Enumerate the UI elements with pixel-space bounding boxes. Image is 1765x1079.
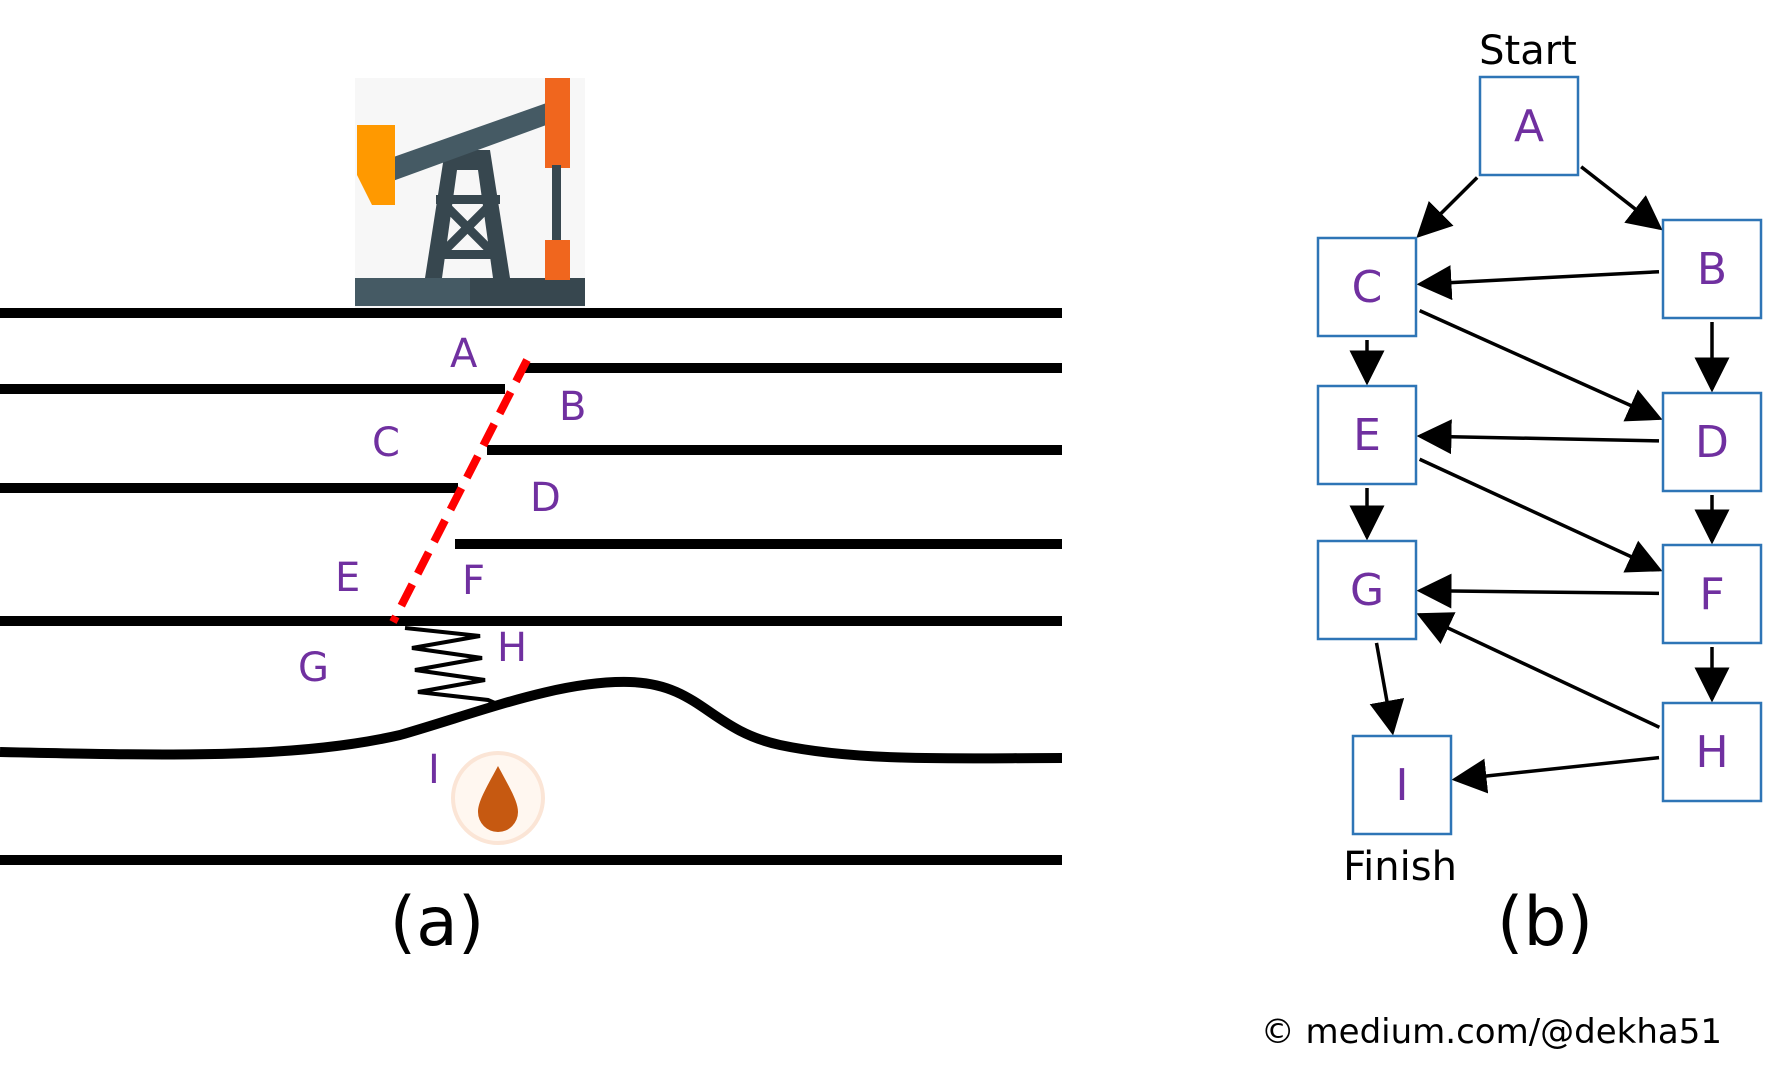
node-label-i: I <box>1396 760 1409 811</box>
node-label-h: H <box>1695 727 1728 778</box>
node-box-f <box>1661 543 1763 645</box>
edge-f-to-g <box>1416 573 1660 609</box>
oil-drop-icon <box>451 751 545 845</box>
caption-a: (a) <box>390 883 485 962</box>
label-d: D <box>530 475 561 521</box>
node-a: A <box>1478 75 1580 177</box>
edge-e-to-f <box>1418 457 1663 573</box>
label-i: I <box>428 747 440 793</box>
spring-zigzag <box>404 626 496 705</box>
oil-pump-jack-icon <box>355 78 585 308</box>
node-box-d <box>1661 391 1763 493</box>
edge-b-to-c <box>1416 265 1660 301</box>
caption-b: (b) <box>1497 883 1593 962</box>
label-c: C <box>372 420 400 466</box>
node-layer: A B C D E F G H I <box>1316 75 1763 836</box>
node-box-e <box>1316 384 1418 486</box>
edge-layer <box>1349 165 1730 794</box>
edge-a-to-c <box>1416 176 1479 238</box>
node-box-i <box>1351 734 1453 836</box>
edge-a-to-b <box>1580 165 1663 231</box>
edge-h-to-g <box>1416 612 1661 729</box>
label-b: B <box>559 384 586 430</box>
label-h: H <box>497 625 527 671</box>
node-b: B <box>1661 218 1763 320</box>
label-f: F <box>462 558 485 604</box>
node-box-c <box>1316 236 1418 338</box>
node-d: D <box>1661 391 1763 493</box>
node-label-e: E <box>1353 410 1381 461</box>
panel-b-flow-graph: A B C D E F G H I Start Finish (b) <box>1316 28 1763 962</box>
start-label: Start <box>1479 28 1577 74</box>
node-i: I <box>1351 734 1453 836</box>
node-box-h <box>1661 701 1763 803</box>
label-e: E <box>335 555 360 601</box>
edge-c-to-d <box>1418 309 1663 422</box>
node-h: H <box>1661 701 1763 803</box>
edge-h-to-i <box>1451 755 1660 794</box>
copyright-text: © medium.com/@dekha51 <box>1261 1012 1722 1052</box>
node-label-f: F <box>1699 569 1724 620</box>
node-c: C <box>1316 236 1418 338</box>
panel-a-cross-section: A B C D E F G H I (a) <box>0 78 1063 962</box>
node-box-b <box>1661 218 1763 320</box>
label-g: G <box>298 645 329 691</box>
node-box-a <box>1478 75 1580 177</box>
anticline-layer <box>0 676 1063 764</box>
finish-label: Finish <box>1343 844 1457 890</box>
node-label-c: C <box>1352 262 1383 313</box>
node-box-g <box>1316 539 1418 641</box>
node-g: G <box>1316 539 1418 641</box>
node-label-d: D <box>1695 417 1729 468</box>
node-label-b: B <box>1697 244 1727 295</box>
node-label-g: G <box>1350 565 1384 616</box>
node-e: E <box>1316 384 1418 486</box>
label-a: A <box>450 331 478 377</box>
edge-d-to-e <box>1416 419 1660 455</box>
node-label-a: A <box>1514 101 1544 152</box>
node-f: F <box>1661 543 1763 645</box>
edge-g-to-i <box>1369 642 1405 736</box>
fault-line <box>389 358 531 624</box>
